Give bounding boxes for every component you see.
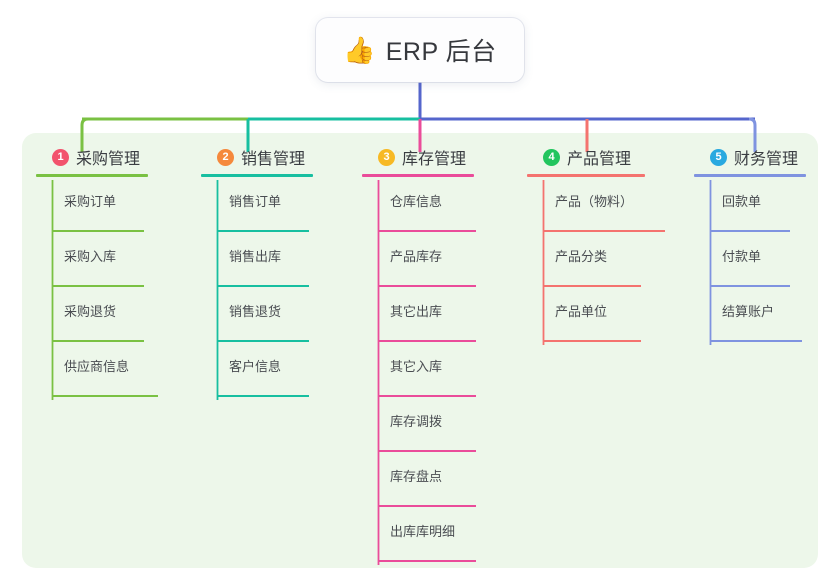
leaf-item[interactable]: 回款单 — [694, 177, 824, 232]
column-4: 4 产品管理产品（物料） 产品分类产品单位 — [527, 146, 697, 342]
leaf-item-underline — [543, 230, 665, 232]
column-badge-icon: 1 — [52, 148, 69, 166]
leaf-item-label: 结算账户 — [722, 304, 775, 319]
leaf-item-label: 库存盘点 — [390, 469, 443, 484]
leaf-item[interactable]: 出库库明细 — [362, 507, 527, 562]
leaf-item[interactable]: 付款单 — [694, 232, 824, 287]
column-header-3[interactable]: 3 库存管理 — [362, 146, 527, 168]
leaf-item-label: 仓库信息 — [390, 194, 443, 209]
leaf-item-label: 客户信息 — [229, 359, 282, 374]
leaf-item-underline — [378, 285, 476, 287]
leaf-item[interactable]: 采购退货 — [36, 287, 196, 342]
leaf-item-underline — [217, 230, 309, 232]
leaf-item-underline — [217, 340, 309, 342]
leaf-item[interactable]: 客户信息 — [201, 342, 361, 397]
leaf-item-label: 产品库存 — [390, 249, 443, 264]
leaf-item-label: 其它入库 — [390, 359, 443, 374]
leaf-item-underline — [52, 285, 144, 287]
column-title: 财务管理 — [734, 151, 799, 168]
column-header-2[interactable]: 2 销售管理 — [201, 146, 361, 168]
leaf-item-underline — [378, 505, 476, 507]
column-1: 1 采购管理采购订单采购入库采购退货供应商信息 — [36, 146, 196, 397]
leaf-item[interactable]: 采购订单 — [36, 177, 196, 232]
leaf-item-label: 销售退货 — [229, 304, 282, 319]
leaf-item-label: 销售订单 — [229, 194, 282, 209]
column-title: 销售管理 — [241, 151, 306, 168]
root-node-erp-backend[interactable]: 👍 ERP 后台 — [316, 18, 524, 82]
leaf-item-underline — [52, 340, 144, 342]
column-underline — [527, 174, 645, 177]
root-node-title: ERP 后台 — [385, 38, 497, 66]
column-badge-icon: 2 — [217, 148, 234, 166]
leaf-item-underline — [378, 560, 476, 562]
leaf-item[interactable]: 库存盘点 — [362, 452, 527, 507]
column-header-5[interactable]: 5 财务管理 — [694, 146, 824, 168]
leaf-item-underline — [217, 395, 309, 397]
column-underline — [36, 174, 148, 177]
leaf-item[interactable]: 库存调拨 — [362, 397, 527, 452]
leaf-item-underline — [217, 285, 309, 287]
column-title: 采购管理 — [76, 151, 141, 168]
leaf-item-label: 采购订单 — [64, 194, 117, 209]
leaf-item-underline — [378, 395, 476, 397]
column-header-1[interactable]: 1 采购管理 — [36, 146, 196, 168]
leaf-item-underline — [543, 285, 641, 287]
leaf-item-underline — [710, 340, 802, 342]
column-underline — [362, 174, 474, 177]
leaf-item[interactable]: 采购入库 — [36, 232, 196, 287]
leaf-item[interactable]: 销售出库 — [201, 232, 361, 287]
leaf-item-underline — [378, 230, 476, 232]
leaf-item-underline — [378, 450, 476, 452]
leaf-item-underline — [378, 340, 476, 342]
column-title: 产品管理 — [567, 151, 632, 168]
leaf-item-underline — [543, 340, 641, 342]
column-badge-icon: 3 — [378, 148, 395, 166]
leaf-item[interactable]: 产品库存 — [362, 232, 527, 287]
leaf-item-label: 产品单位 — [555, 304, 608, 319]
leaf-item[interactable]: 其它出库 — [362, 287, 527, 342]
leaf-item-underline — [52, 230, 144, 232]
leaf-item-label: 其它出库 — [390, 304, 443, 319]
leaf-item-label: 库存调拨 — [390, 414, 443, 429]
thumbs-up-icon: 👍 — [343, 35, 376, 65]
leaf-item-underline — [710, 285, 790, 287]
column-5: 5 财务管理回款单付款单结算账户 — [694, 146, 824, 342]
leaf-item-underline — [52, 395, 158, 397]
leaf-item-label: 产品分类 — [555, 249, 608, 264]
leaf-item[interactable]: 仓库信息 — [362, 177, 527, 232]
leaf-item-underline — [710, 230, 790, 232]
column-underline — [201, 174, 313, 177]
leaf-item[interactable]: 供应商信息 — [36, 342, 196, 397]
leaf-item[interactable]: 其它入库 — [362, 342, 527, 397]
leaf-item[interactable]: 结算账户 — [694, 287, 824, 342]
leaf-item-label: 采购入库 — [64, 249, 117, 264]
column-badge-icon: 4 — [543, 148, 560, 166]
leaf-item-label: 回款单 — [722, 194, 762, 209]
leaf-item[interactable]: 产品分类 — [527, 232, 697, 287]
column-header-4[interactable]: 4 产品管理 — [527, 146, 697, 168]
leaf-item-label: 销售出库 — [229, 249, 282, 264]
column-3: 3 库存管理仓库信息产品库存其它出库其它入库库存调拨库存盘点出库库明细 — [362, 146, 527, 562]
column-2: 2 销售管理销售订单销售出库销售退货客户信息 — [201, 146, 361, 397]
leaf-item[interactable]: 产品（物料） — [527, 177, 697, 232]
leaf-item-label: 采购退货 — [64, 304, 117, 319]
leaf-item[interactable]: 销售订单 — [201, 177, 361, 232]
column-underline — [694, 174, 806, 177]
leaf-item-label: 产品（物料） — [555, 194, 634, 209]
leaf-item-label: 付款单 — [722, 249, 762, 264]
leaf-item[interactable]: 销售退货 — [201, 287, 361, 342]
column-badge-icon: 5 — [710, 148, 727, 166]
leaf-item-label: 出库库明细 — [390, 524, 456, 539]
content-panel — [22, 133, 818, 568]
column-title: 库存管理 — [402, 151, 467, 168]
leaf-item-label: 供应商信息 — [64, 359, 130, 374]
leaf-item[interactable]: 产品单位 — [527, 287, 697, 342]
